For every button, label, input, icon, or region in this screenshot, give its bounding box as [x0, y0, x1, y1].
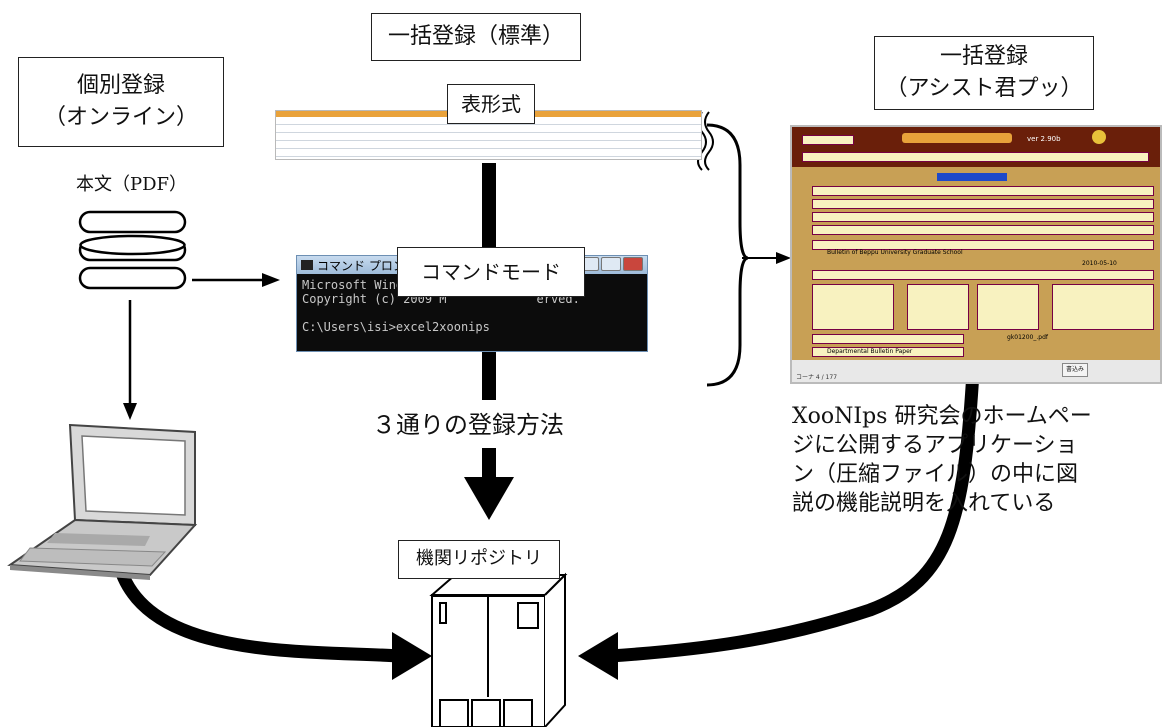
table-format-text: 表形式 [461, 91, 521, 116]
note-line-2: ジに公開するアプリケーショ [792, 433, 1078, 458]
thick-line-bottom [482, 448, 496, 478]
assist-field [812, 199, 1154, 209]
assist-field [812, 186, 1154, 196]
assist-save-button[interactable]: 書込み [1062, 363, 1089, 377]
note-line-3: ン（圧縮ファイル）の中に図 [792, 462, 1079, 487]
thick-line-top [482, 163, 496, 255]
note-line-1: XooNIps 研究会のホームペー [792, 404, 1092, 429]
assist-pdf-name: gk01200_.pdf [1007, 334, 1049, 341]
spreadsheet-row [276, 141, 701, 149]
thick-curve-right [609, 371, 980, 663]
repository-label-box: 機関リポジトリ [398, 540, 560, 579]
thick-arrowhead-right [578, 632, 618, 680]
online-title-line2: （オンライン） [43, 105, 198, 130]
spreadsheet-row [276, 149, 701, 157]
online-title-line1: 個別登録 [76, 73, 165, 99]
server-icon [429, 572, 568, 727]
standard-registration-box: 一括登録（標準） [371, 13, 581, 61]
close-icon[interactable] [623, 256, 643, 271]
assist-emblem-icon [1092, 130, 1106, 144]
assist-textarea [812, 284, 894, 330]
laptop-icon [7, 423, 198, 580]
assist-header: ver 2.90b [792, 127, 1160, 167]
assist-id-field [802, 135, 854, 145]
assist-status: コーナ 4 / 177 [796, 374, 838, 381]
online-registration-box: 個別登録 （オンライン） [18, 57, 224, 147]
assist-textarea [977, 284, 1039, 330]
assist-genre: Departmental Bulletin Paper [827, 348, 913, 355]
thick-arrowhead-repo [464, 477, 514, 520]
assist-toolbar: 書込み コーナ 4 / 177 [792, 360, 1160, 382]
body-pdf-label: 本文（PDF） [76, 174, 188, 195]
table-format-label: 表形式 [447, 84, 535, 124]
spreadsheet-row [276, 125, 701, 133]
standard-title: 一括登録（標準） [387, 24, 564, 50]
assist-version: ver 2.90b [1027, 135, 1061, 143]
assist-title-line1: 一括登録 [939, 44, 1028, 70]
curly-brace [706, 123, 749, 387]
assist-field [812, 225, 1154, 235]
window-controls [577, 256, 643, 274]
assist-textarea [1052, 284, 1154, 330]
assist-textarea [907, 284, 969, 330]
assist-registration-box: 一括登録 （アシスト君プッ） [874, 36, 1094, 110]
assist-section-tag [937, 173, 1007, 181]
assist-field [812, 212, 1154, 222]
assist-field [812, 270, 1154, 280]
command-mode-text: コマンドモード [421, 259, 561, 284]
assist-field [812, 334, 964, 344]
command-mode-label: コマンドモード [397, 247, 585, 297]
assist-title-line2: （アシスト君プッ） [885, 76, 1083, 101]
assist-date: 2010-05-10 [1082, 260, 1117, 267]
database-icon [78, 210, 187, 290]
spreadsheet-row [276, 117, 701, 125]
arrowhead-cmd [262, 273, 280, 287]
maximize-icon[interactable] [601, 256, 621, 271]
assist-field [812, 240, 1154, 250]
thick-curve-left [111, 558, 401, 663]
assist-title-field [802, 152, 1149, 162]
cmd-line3: C:\Users\isi>excel2xoonips [302, 320, 490, 334]
assist-journal: Bulletin of Beppu University Graduate Sc… [827, 249, 963, 256]
assist-app-screenshot: ver 2.90b Bulletin of Beppu University G… [790, 125, 1162, 384]
three-methods-label: ３通りの登録方法 [372, 411, 564, 439]
thick-arrowhead-left [392, 632, 432, 680]
note-line-4: 説の機能説明を入れている [792, 491, 1056, 516]
cmd-icon [301, 260, 313, 270]
thick-line-mid [482, 350, 496, 400]
xoonips-note: XooNIps 研究会のホームペー ジに公開するアプリケーショ ン（圧縮ファイル… [792, 402, 1092, 518]
arrowhead-assist [776, 252, 791, 264]
assist-logo [902, 133, 1012, 143]
arrowhead-laptop [123, 403, 137, 420]
assist-field [812, 347, 964, 357]
spreadsheet-row [276, 133, 701, 141]
repository-label: 機関リポジトリ [416, 548, 542, 570]
